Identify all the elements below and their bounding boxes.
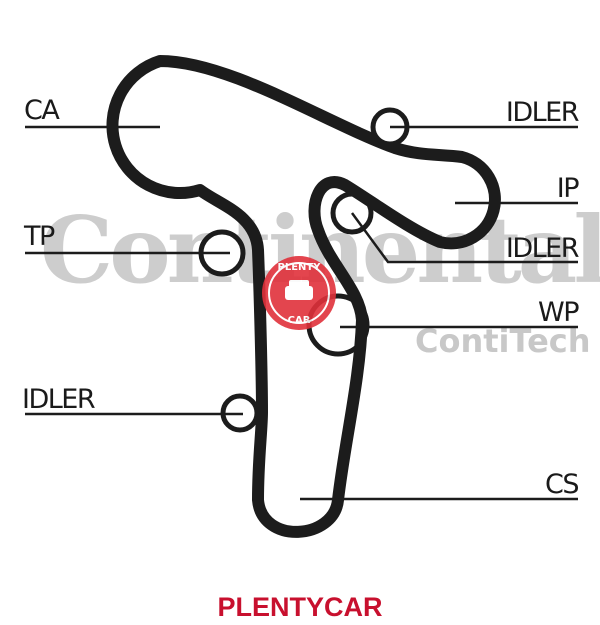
contitech-watermark: ContiTech (415, 322, 591, 360)
plentycar-stamp: PLENTY CAR (262, 256, 336, 330)
stamp-bottom-text: CAR (288, 315, 311, 326)
idler-mid-leader-line (350, 212, 578, 264)
idler-mid-label: IDLER (506, 233, 579, 264)
idler-low-label: IDLER (22, 384, 95, 415)
idler-mid-pulley (330, 191, 374, 235)
brand-footer: PLENTYCAR (217, 592, 383, 622)
tp-label: TP (23, 221, 55, 252)
timing-belt (106, 55, 501, 538)
stamp-top-text: PLENTY (278, 262, 322, 273)
idler-top-label: IDLER (506, 97, 579, 128)
ca-label: CA (24, 95, 60, 126)
ip-label: IP (557, 173, 579, 204)
cs-label: CS (545, 469, 578, 500)
wp-label: WP (538, 297, 579, 328)
